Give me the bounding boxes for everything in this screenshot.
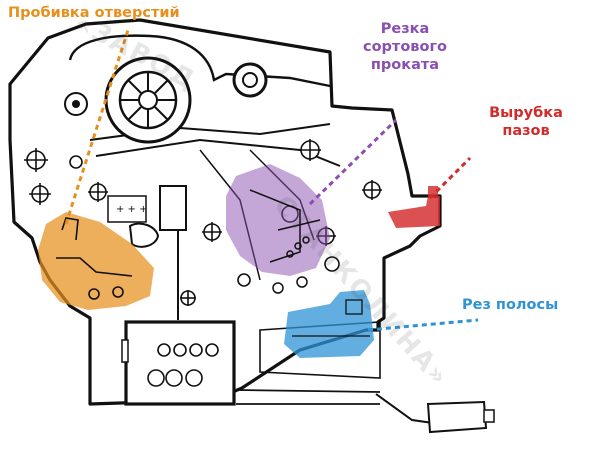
zone-strip (284, 290, 374, 358)
label-strip: Рез полосы (462, 297, 559, 313)
motor-terminals (147, 343, 219, 387)
zone-punching (38, 212, 154, 310)
motor-box (124, 320, 236, 406)
flywheel-hub (138, 90, 158, 110)
flywheel-spokes (120, 72, 176, 128)
label-punching: Пробивка отверстий (8, 5, 180, 21)
label-section-line-3: проката (370, 57, 440, 73)
zone-notching (388, 196, 440, 228)
zone-section (226, 164, 330, 276)
lever-arm (95, 138, 341, 167)
leader-punching (64, 29, 130, 225)
flywheel-housing (68, 34, 331, 88)
gear-small (232, 62, 268, 98)
leader-notching (428, 156, 472, 200)
cylinder-block (159, 185, 187, 231)
label-section-line-1: Резка (380, 21, 430, 37)
foot-pedal (426, 400, 488, 434)
label-notching-line-2: пазов (502, 123, 550, 139)
label-notching: Вырубка пазов (476, 104, 576, 140)
leader-strip (367, 318, 479, 332)
label-section-line-2: сортового (363, 39, 447, 55)
label-section: Резка сортового проката (352, 20, 458, 74)
label-notching-line-1: Вырубка (489, 105, 563, 121)
leader-section (308, 118, 398, 206)
svg-text:+ + +: + + + (116, 204, 148, 215)
